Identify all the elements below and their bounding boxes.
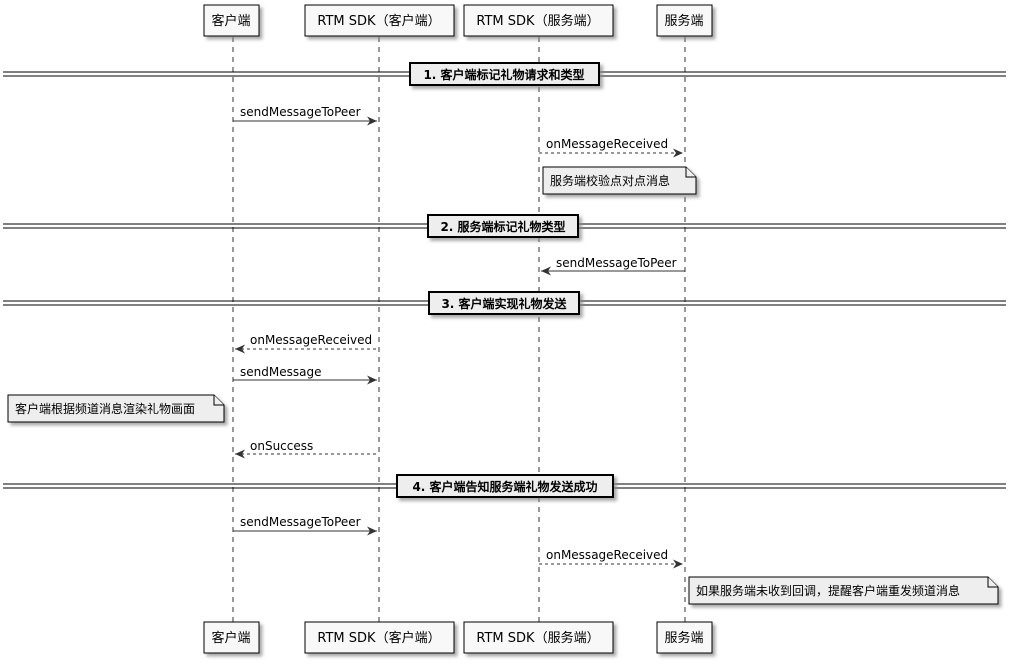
note-2: 客户端根据频道消息渲染礼物画面	[7, 394, 225, 423]
participant-label: 服务端	[664, 630, 703, 646]
section-divider-1: 1. 客户端标记礼物请求和类型	[3, 62, 1006, 86]
participant-sdk-server-bottom: RTM SDK（服务端）	[463, 621, 614, 654]
message-1: sendMessageToPeer	[233, 105, 377, 126]
message-7: sendMessageToPeer	[233, 515, 377, 536]
section-divider-2: 2. 服务端标记礼物类型	[3, 214, 1006, 238]
participant-label: 客户端	[211, 13, 250, 29]
participant-label: RTM SDK（服务端）	[476, 630, 599, 646]
participant-server-bottom: 服务端	[656, 621, 713, 654]
participant-server-top: 服务端	[656, 4, 713, 37]
message-label: onMessageReceived	[546, 137, 668, 151]
message-8: onMessageReceived	[539, 548, 683, 569]
note-label: 如果服务端未收到回调，提醒客户端重发频道消息	[696, 583, 960, 598]
section-divider-4: 4. 客户端告知服务端礼物发送成功	[3, 474, 1006, 498]
participant-client-bottom: 客户端	[203, 621, 260, 654]
section-divider-3: 3. 客户端实现礼物发送	[3, 291, 1006, 315]
message-label: onSuccess	[250, 439, 313, 453]
participant-client-top: 客户端	[203, 4, 260, 37]
message-label: sendMessageToPeer	[240, 515, 361, 529]
note-label: 服务端校验点对点消息	[550, 173, 670, 188]
message-label: onMessageReceived	[250, 333, 372, 347]
message-5: sendMessage	[233, 365, 377, 385]
message-6: onSuccess	[235, 439, 379, 459]
participant-sdk-client-bottom: RTM SDK（客户端）	[304, 621, 455, 654]
message-label: sendMessageToPeer	[240, 105, 361, 119]
note-3: 如果服务端未收到回调，提醒客户端重发频道消息	[688, 576, 999, 605]
participant-label: RTM SDK（服务端）	[476, 13, 599, 29]
message-label: onMessageReceived	[546, 548, 668, 562]
section-label: 3. 客户端实现礼物发送	[441, 296, 567, 311]
participant-sdk-client-top: RTM SDK（客户端）	[304, 4, 455, 37]
message-4: onMessageReceived	[235, 333, 379, 354]
note-label: 客户端根据频道消息渲染礼物画面	[15, 401, 195, 416]
message-2: onMessageReceived	[539, 137, 683, 158]
section-label: 4. 客户端告知服务端礼物发送成功	[412, 479, 597, 494]
message-label: sendMessageToPeer	[556, 256, 677, 270]
lifelines	[232, 37, 686, 622]
participant-label: 客户端	[211, 630, 250, 646]
participant-label: RTM SDK（客户端）	[317, 13, 440, 29]
section-label: 2. 服务端标记礼物类型	[440, 219, 565, 234]
section-label: 1. 客户端标记礼物请求和类型	[423, 67, 584, 82]
message-3: sendMessageToPeer	[541, 256, 685, 276]
participant-label: RTM SDK（客户端）	[317, 630, 440, 646]
note-1: 服务端校验点对点消息	[542, 166, 697, 195]
message-label: sendMessage	[240, 365, 321, 379]
participant-label: 服务端	[664, 13, 703, 29]
participant-sdk-server-top: RTM SDK（服务端）	[463, 4, 614, 37]
